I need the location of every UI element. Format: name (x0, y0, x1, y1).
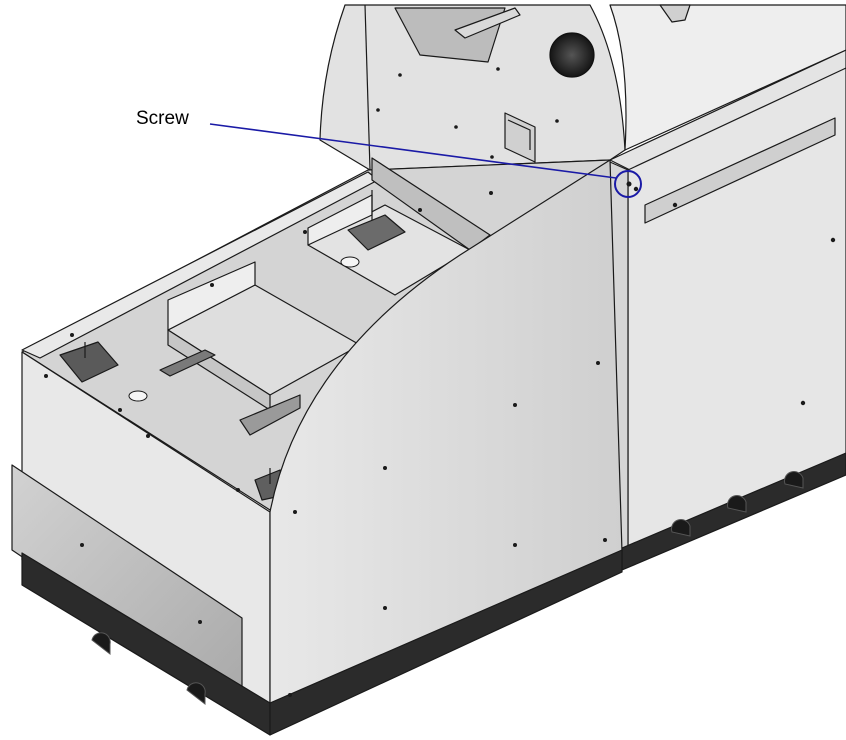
cabinet-bracket (644, 117, 836, 224)
lower-enclosure (11, 157, 623, 736)
upper-housing (319, 4, 846, 171)
housing-screws (376, 67, 559, 159)
bracket-rear (347, 214, 406, 251)
tray-hole (340, 256, 360, 268)
highlighted-screw (626, 181, 632, 187)
screw-callout: Screw (136, 108, 642, 198)
speaker-grille (549, 32, 595, 78)
latch-plate (504, 112, 536, 163)
cabinet-base-cutouts (671, 471, 804, 537)
callout-label: Screw (136, 108, 189, 129)
screw-highlight-circle (614, 170, 642, 198)
floor-hole (128, 390, 148, 402)
curved-side-panel (269, 159, 623, 706)
callout-leader-line (209, 123, 617, 179)
enclosure-base-cutouts (91, 632, 206, 706)
enclosure-screws (44, 191, 607, 697)
